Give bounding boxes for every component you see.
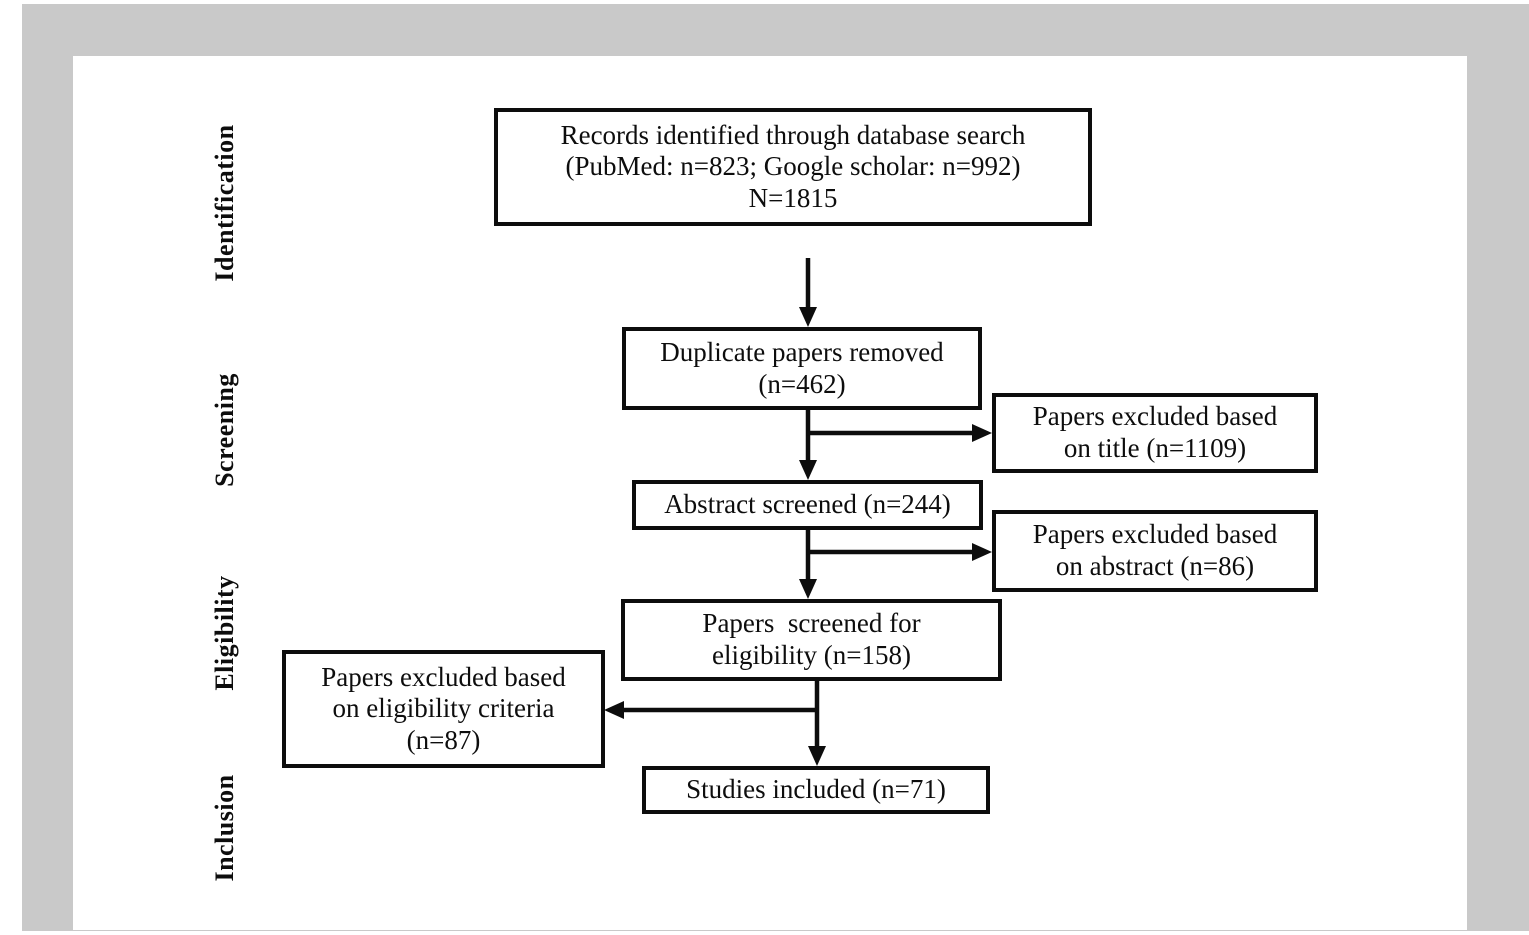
arrow-records-to-duplicates — [799, 258, 817, 327]
box-excluded-eligibility: Papers excluded based on eligibility cri… — [282, 650, 605, 768]
box-excluded-abstract: Papers excluded based on abstract (n=86) — [992, 510, 1318, 592]
arrow-branch-excluded-eligibility — [604, 701, 819, 719]
arrowhead-down — [799, 460, 817, 480]
box-text-line: Papers excluded based — [1032, 519, 1278, 550]
arrowhead-right — [972, 543, 992, 561]
stage-label-inclusion: Inclusion — [210, 774, 239, 882]
box-records-identified: Records identified through database sear… — [494, 108, 1092, 226]
box-text-line: Studies included (n=71) — [686, 774, 946, 805]
stage-label-screening: Screening — [210, 373, 239, 487]
arrowhead-down — [808, 746, 826, 766]
box-text-line: on abstract (n=86) — [1055, 551, 1255, 581]
box-text-line: Papers excluded based — [321, 661, 566, 692]
box-text-line: Papers screened for — [702, 608, 921, 639]
arrowhead-right — [972, 424, 992, 442]
stage-label-identification: Identification — [210, 124, 239, 282]
box-text-line: N=1815 — [748, 182, 838, 213]
arrow-eligibility-to-included — [808, 680, 826, 766]
arrow-duplicates-to-abstract — [799, 410, 817, 480]
box-studies-included: Studies included (n=71) — [642, 766, 990, 814]
box-text-line: Records identified through database sear… — [560, 119, 1026, 150]
box-text-line: on eligibility criteria — [332, 693, 555, 724]
arrow-abstract-to-eligibility — [799, 528, 817, 599]
box-text-line: eligibility (n=158) — [712, 640, 911, 670]
arrowhead-down — [799, 307, 817, 327]
stage-label-eligibility: Eligibility — [210, 575, 239, 691]
box-text-line: Papers excluded based — [1032, 401, 1278, 432]
box-excluded-title: Papers excluded based on title (n=1109) — [992, 393, 1318, 473]
arrow-branch-excluded-title — [806, 424, 992, 442]
box-screened-eligibility: Papers screened for eligibility (n=158) — [621, 599, 1002, 681]
box-text-line: (n=87) — [406, 724, 481, 755]
arrowhead-left — [604, 701, 624, 719]
box-text-line: on title (n=1109) — [1063, 433, 1247, 463]
box-duplicates-removed: Duplicate papers removed (n=462) — [622, 327, 982, 410]
box-abstract-screened: Abstract screened (n=244) — [632, 480, 983, 530]
box-text-line: (PubMed: n=823; Google scholar: n=992) — [565, 151, 1021, 182]
box-text-line: (n=462) — [758, 368, 846, 399]
arrowhead-down — [799, 579, 817, 599]
diagram-canvas: Identification Screening Eligibility Inc… — [73, 56, 1467, 930]
arrow-branch-excluded-abstract — [806, 543, 992, 561]
box-text-line: Duplicate papers removed — [660, 336, 944, 367]
box-text-line: Abstract screened (n=244) — [664, 489, 951, 520]
